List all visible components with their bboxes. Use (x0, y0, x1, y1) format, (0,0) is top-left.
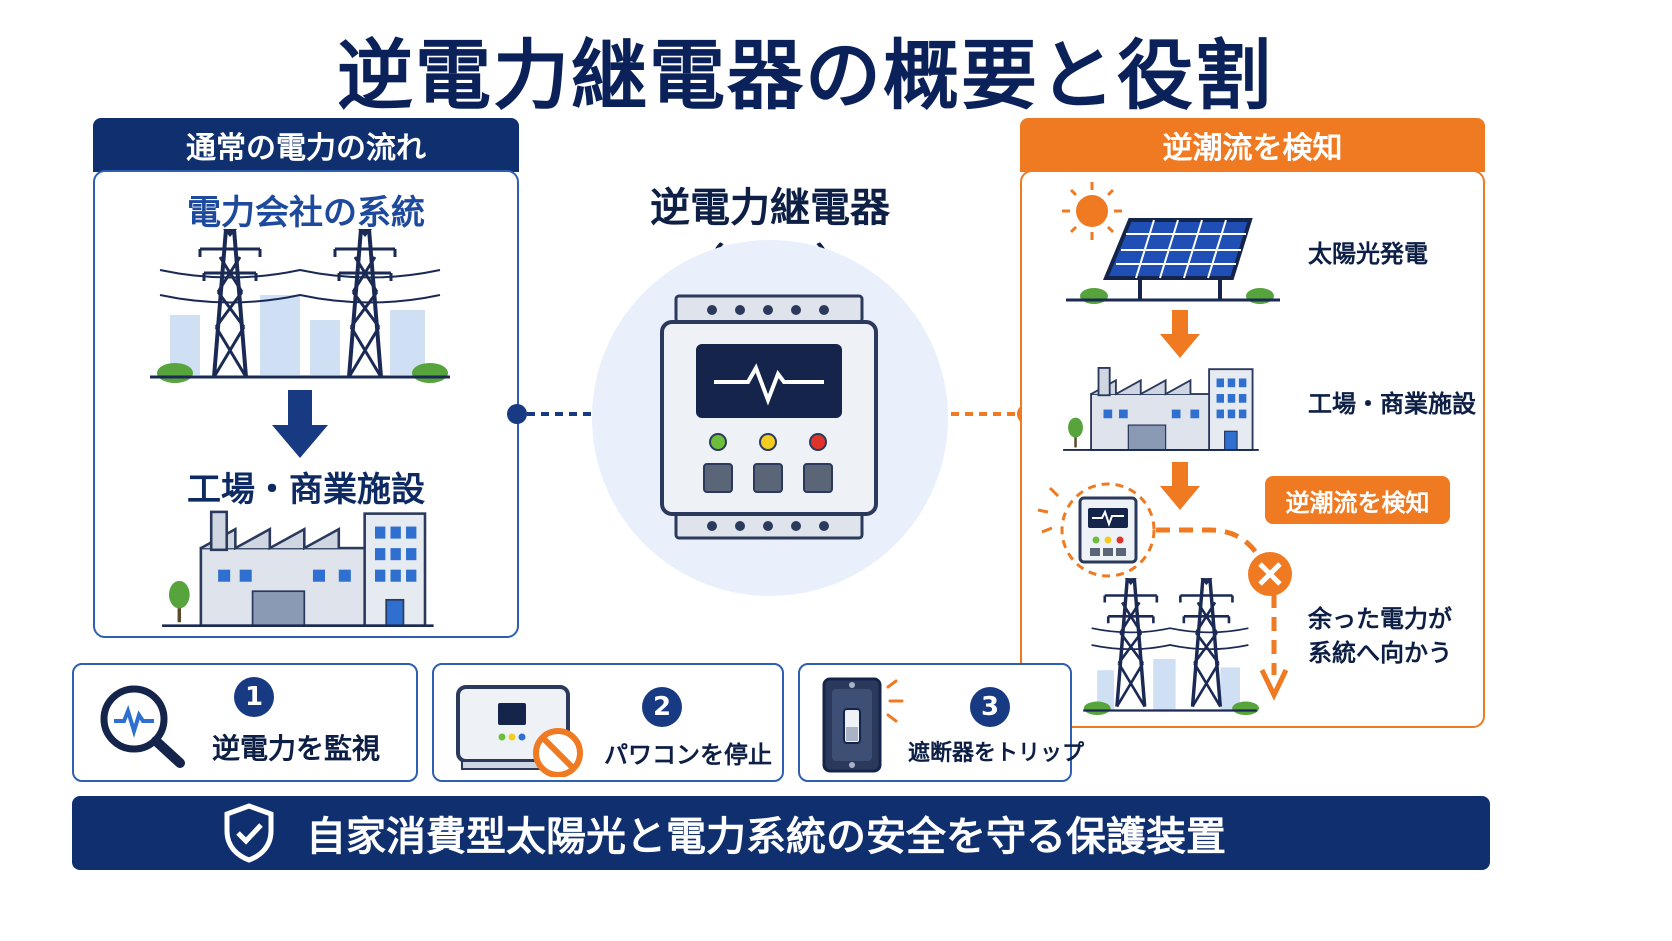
inverter-stop-icon (456, 685, 583, 777)
solar-label: 太陽光発電 (1308, 240, 1428, 268)
surplus-line1: 余った電力が (1308, 605, 1452, 633)
factory-building-icon (162, 510, 434, 627)
right-panel-tag: 逆潮流を検知 (1020, 118, 1485, 172)
breaker-trip-icon (822, 677, 904, 773)
right-towers-icon (1083, 576, 1260, 715)
transmission-towers-icon (150, 227, 450, 383)
detect-badge: 逆潮流を検知 (1265, 476, 1450, 524)
role-number-3: 3 (970, 687, 1010, 727)
arrow-down-orange-icon (1160, 310, 1200, 358)
role-label-2: パワコンを停止 (604, 741, 772, 769)
role-number-1: 1 (234, 677, 274, 717)
role-card-breaker: 3 遮断器をトリップ (798, 663, 1084, 782)
reverse-flow-path (1037, 482, 1292, 701)
role-card-inverter: 2 パワコンを停止 (432, 663, 784, 782)
left-facility-label: 工場・商業施設 (187, 470, 425, 510)
role-label-3: 遮断器をトリップ (908, 741, 1085, 766)
right-facility-label: 工場・商業施設 (1308, 390, 1476, 418)
surplus-line2: 系統へ向かう (1308, 639, 1452, 667)
arrow-down-icon (272, 390, 328, 458)
role-number-2: 2 (642, 687, 682, 727)
relay-device-icon (592, 240, 948, 596)
footer-banner: 自家消費型太陽光と電力系統の安全を守る保護装置 (72, 796, 1490, 870)
role-card-monitor: 1 逆電力を監視 (72, 663, 418, 782)
grid-label: 電力会社の系統 (187, 193, 425, 233)
page-title: 逆電力継電器の概要と役割 (337, 31, 1273, 120)
arrow-down-orange-icon-2 (1160, 462, 1200, 510)
right-factory-icon (1063, 367, 1259, 451)
footer-text: 自家消費型太陽光と電力系統の安全を守る保護装置 (306, 814, 1226, 860)
surplus-label: 余った電力が 系統へ向かう (1308, 602, 1452, 670)
rpr-title-line1: 逆電力継電器 (650, 185, 890, 231)
left-panel-tag: 通常の電力の流れ (93, 118, 519, 172)
shield-check-icon (224, 803, 274, 863)
magnifier-waveform-icon (100, 685, 185, 768)
role-label-1: 逆電力を監視 (212, 732, 381, 765)
solar-panel-icon (1062, 182, 1280, 304)
